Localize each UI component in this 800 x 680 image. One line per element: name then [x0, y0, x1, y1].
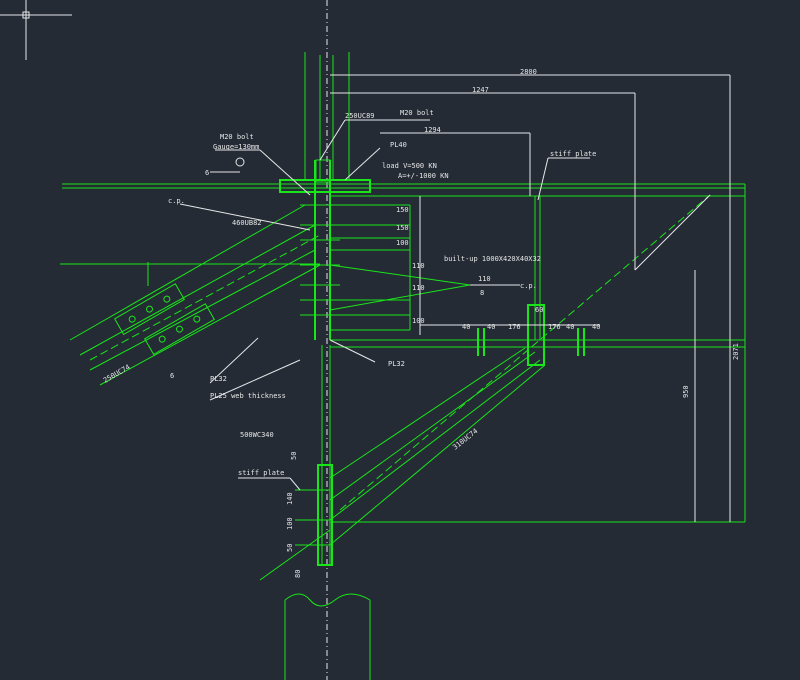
- dim-b100: 100: [286, 517, 294, 530]
- upper-column: [304, 52, 350, 180]
- splice-bolts: [477, 328, 585, 356]
- dim-100b: 100: [412, 317, 425, 325]
- dim-40b: 40: [487, 323, 495, 331]
- crosshair-cursor-icon: [0, 0, 72, 60]
- brace-250uc74: 250UC74: [102, 363, 132, 385]
- weld-8: 8: [480, 289, 484, 297]
- dimension-lines: [330, 74, 731, 522]
- dim-150b: 150: [396, 224, 409, 232]
- dim-100: 100: [396, 239, 409, 247]
- weld-6-top: 6: [205, 169, 209, 177]
- leader-lines: [179, 119, 590, 491]
- stiff-plate-right: [527, 196, 545, 366]
- top-beam: [62, 183, 746, 522]
- pl32-left: PL32: [210, 375, 227, 383]
- load-a-label: A=+/-1000 KN: [398, 172, 449, 180]
- dim-2071: 2071: [732, 343, 740, 360]
- pl25-label: PL25 web thickness: [210, 392, 286, 400]
- dim-b50b: 50: [286, 544, 294, 552]
- section-250uc89: 250UC89: [345, 112, 375, 120]
- dim-b80: 80: [294, 570, 302, 578]
- lower-beam: [330, 339, 745, 523]
- weld-110: 110: [478, 275, 491, 283]
- lower-column: [284, 345, 371, 680]
- dim-110b: 110: [412, 284, 425, 292]
- dim-b50a: 50: [290, 452, 298, 460]
- dim-2800: 2800: [520, 68, 537, 76]
- dim-40d: 40: [592, 323, 600, 331]
- dim-150a: 150: [396, 206, 409, 214]
- stiff-plate-top: stiff plate: [550, 150, 596, 158]
- cap-plate: [279, 179, 371, 193]
- beam-460ub82: 460UB82: [232, 219, 262, 227]
- dim-176b: 176: [548, 323, 561, 331]
- builtup-label: built-up 1000X420X40X32: [444, 255, 541, 263]
- m20-bolt-top: M20 bolt: [400, 109, 434, 117]
- dim-1247: 1247: [472, 86, 489, 94]
- dim-176a: 176: [508, 323, 521, 331]
- dim-40c: 40: [566, 323, 574, 331]
- annotation-labels: 2800 1247 1294 250UC89 M20 bolt M20 bolt…: [102, 68, 740, 578]
- pl40-label: PL40: [390, 141, 407, 149]
- dim-110a: 110: [412, 262, 425, 270]
- dim-950: 950: [682, 385, 690, 398]
- load-v-label: load V=500 KN: [382, 162, 437, 170]
- dim-40a: 40: [462, 323, 470, 331]
- builtup-section: [329, 205, 471, 330]
- dim-b140: 140: [286, 492, 294, 505]
- dim-60: 60: [535, 306, 543, 314]
- cp-left: c.p.: [168, 197, 185, 205]
- column-500wc340: 500WC340: [240, 431, 274, 439]
- connection-stiffeners: [300, 159, 410, 340]
- dim-1294: 1294: [424, 126, 441, 134]
- m20-bolt-left: M20 bolt: [220, 133, 254, 141]
- gauge-label: Gauge=130mm: [213, 143, 259, 151]
- pl32-right: PL32: [388, 360, 405, 368]
- stiff-plate-bottom: stiff plate: [238, 469, 284, 477]
- weld-6-left: 6: [170, 372, 174, 380]
- left-brace: [60, 204, 321, 386]
- cp-right: c.p.: [520, 282, 537, 290]
